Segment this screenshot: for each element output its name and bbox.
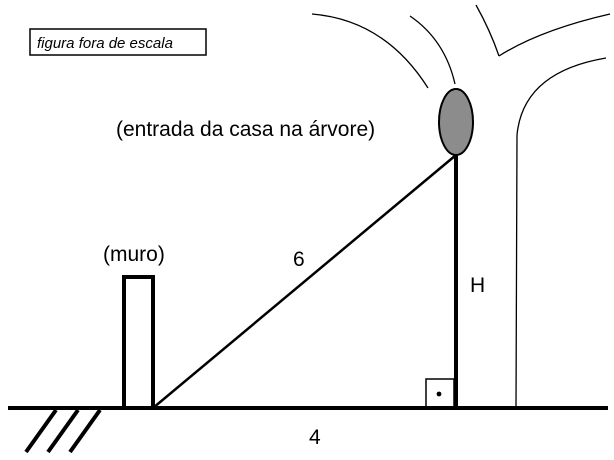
- tree-trunk-right-edge: [515, 57, 607, 409]
- height-label: H: [470, 274, 485, 297]
- scale-note-frame: [29, 28, 207, 56]
- right-angle-marker: [425, 378, 455, 408]
- tree: [311, 4, 611, 409]
- tree-branch-inner-left: [409, 15, 456, 85]
- wall-label: (muro): [103, 243, 165, 266]
- scale-note: figura fora de escala: [29, 28, 207, 56]
- hatch-mark: [68, 408, 102, 454]
- tree-branch-mid: [475, 4, 500, 57]
- right-angle-square: [425, 378, 455, 408]
- hatch-mark: [24, 408, 58, 454]
- hatch-mark: [46, 408, 80, 454]
- tree-branch-right: [498, 13, 611, 57]
- hypotenuse-label: 6: [293, 248, 305, 271]
- hypotenuse-line: [152, 154, 457, 409]
- base-label: 4: [309, 426, 321, 449]
- tree-branch-left: [311, 13, 429, 89]
- wall: [122, 275, 155, 410]
- entrance-oval: [438, 88, 474, 156]
- scale-note-text: figura fora de escala: [37, 35, 173, 52]
- ground-hatch: [24, 408, 102, 454]
- right-angle-dot: [436, 391, 442, 397]
- entrance-label: (entrada da casa na árvore): [116, 118, 375, 141]
